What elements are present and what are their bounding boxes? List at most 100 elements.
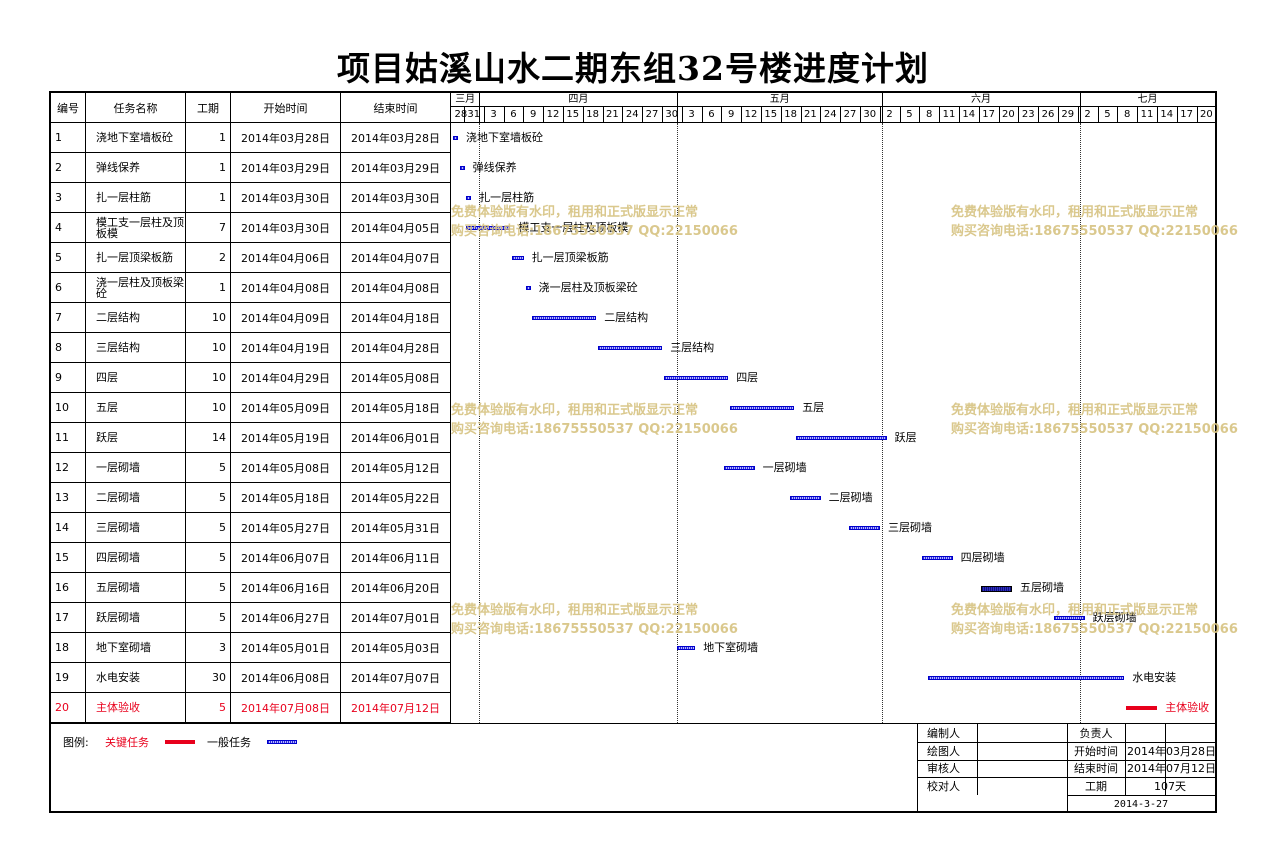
task-end-cell: 2014年05月08日 <box>341 363 451 393</box>
day-separator <box>780 107 782 123</box>
gantt-bar[interactable] <box>532 316 597 320</box>
task-start-cell: 2014年03月30日 <box>231 183 341 213</box>
day-separator <box>721 107 723 123</box>
task-name-cell: 模工支一层柱及顶板模 <box>86 213 186 243</box>
footer-row-line <box>917 759 1215 761</box>
gantt-bar-label: 四层 <box>736 371 759 384</box>
day-separator <box>899 107 901 123</box>
gantt-bar[interactable] <box>1053 616 1085 620</box>
day-separator <box>543 107 545 123</box>
day-label: 3 <box>688 109 695 120</box>
task-id-cell: 12 <box>51 453 86 483</box>
month-gridline <box>882 123 883 723</box>
task-end-cell: 2014年03月29日 <box>341 153 451 183</box>
task-dur-cell: 5 <box>186 513 231 543</box>
task-dur-cell: 5 <box>186 573 231 603</box>
day-separator <box>1117 107 1119 123</box>
gantt-bar[interactable] <box>453 136 458 140</box>
day-label: 27 <box>843 109 857 120</box>
gantt-bar[interactable] <box>1126 706 1158 710</box>
gantt-bar-label: 跃层砌墙 <box>1092 611 1137 624</box>
day-separator <box>879 107 881 123</box>
task-end-cell: 2014年04月18日 <box>341 303 451 333</box>
task-dur-cell: 10 <box>186 393 231 423</box>
task-start-cell: 2014年04月09日 <box>231 303 341 333</box>
day-label: 2 <box>886 109 893 120</box>
task-end-cell: 2014年06月11日 <box>341 543 451 573</box>
footer-dur_value: 107天 <box>1154 780 1186 794</box>
gantt-bar[interactable] <box>598 346 663 350</box>
gantt-bar[interactable] <box>981 586 1012 592</box>
day-label: 5 <box>1104 109 1111 120</box>
task-dur-cell: 10 <box>186 363 231 393</box>
task-end-cell: 2014年03月30日 <box>341 183 451 213</box>
gantt-bar[interactable] <box>723 466 755 470</box>
task-dur-cell: 5 <box>186 483 231 513</box>
day-separator <box>562 107 564 123</box>
day-label: 14 <box>1160 109 1174 120</box>
gantt-bar-label: 一层砌墙 <box>762 461 807 474</box>
task-dur-cell: 5 <box>186 693 231 723</box>
month-separator <box>882 93 883 123</box>
task-start-cell: 2014年04月06日 <box>231 243 341 273</box>
month-separator <box>479 93 481 123</box>
day-separator <box>463 107 465 123</box>
gantt-bar[interactable] <box>789 496 821 500</box>
day-separator <box>859 107 861 123</box>
task-start-cell: 2014年04月29日 <box>231 363 341 393</box>
gantt-bar[interactable] <box>466 226 511 230</box>
gantt-bar[interactable] <box>730 406 795 410</box>
gantt-bar[interactable] <box>466 196 472 200</box>
task-name-cell: 二层结构 <box>86 303 186 333</box>
footer-row-line <box>917 741 1215 743</box>
gantt-bar-label: 浇一层柱及顶板梁砼 <box>538 281 638 294</box>
header-bottom-line <box>451 122 1215 123</box>
footer-box-left <box>917 724 918 813</box>
month-gridline <box>1080 123 1081 723</box>
footer-date: 2014-3-27 <box>1113 798 1169 810</box>
task-end-cell: 2014年05月22日 <box>341 483 451 513</box>
day-separator <box>741 107 743 123</box>
task-id-cell: 16 <box>51 573 86 603</box>
task-end-cell: 2014年04月08日 <box>341 273 451 303</box>
task-end-cell: 2014年05月03日 <box>341 633 451 663</box>
gantt-bar[interactable] <box>512 256 524 260</box>
day-label: 12 <box>546 109 560 120</box>
day-separator <box>1038 107 1040 123</box>
task-name-cell: 扎一层顶梁板筋 <box>86 243 186 273</box>
day-label: 15 <box>566 109 580 120</box>
task-dur-cell: 10 <box>186 333 231 363</box>
task-dur-cell: 1 <box>186 153 231 183</box>
day-separator <box>642 107 644 123</box>
task-end-cell: 2014年05月12日 <box>341 453 451 483</box>
gantt-bar-label: 二层砌墙 <box>828 491 873 504</box>
task-start-cell: 2014年03月30日 <box>231 213 341 243</box>
day-separator <box>483 107 485 123</box>
gantt-bar[interactable] <box>459 166 465 170</box>
day-label: 17 <box>982 109 995 120</box>
task-id-cell: 7 <box>51 303 86 333</box>
footer-col-line <box>1067 724 1068 813</box>
day-label: 12 <box>744 109 758 120</box>
gantt-bar-label: 扎一层柱筋 <box>479 191 535 204</box>
task-name-cell: 弹线保养 <box>86 153 186 183</box>
day-label: 24 <box>823 109 837 120</box>
day-label: 18 <box>784 109 797 120</box>
gantt-bar[interactable] <box>664 376 729 380</box>
gantt-bar[interactable] <box>796 436 887 440</box>
gantt-bar-label: 三层砌墙 <box>888 521 932 534</box>
gantt-bar[interactable] <box>921 556 953 560</box>
day-label: 2 <box>1084 109 1091 120</box>
gantt-bar[interactable] <box>525 286 531 290</box>
task-id-cell: 8 <box>51 333 86 363</box>
gantt-bar-label: 扎一层顶梁板筋 <box>531 251 609 264</box>
task-start-cell: 2014年07月08日 <box>231 693 341 723</box>
day-label: 17 <box>1180 109 1193 120</box>
task-start-cell: 2014年04月19日 <box>231 333 341 363</box>
legend-normal-swatch <box>267 740 297 744</box>
gantt-bar[interactable] <box>677 646 696 650</box>
task-dur-cell: 2 <box>186 243 231 273</box>
day-label: 6 <box>510 109 517 120</box>
gantt-bar[interactable] <box>849 526 880 530</box>
gantt-bar[interactable] <box>928 676 1125 680</box>
